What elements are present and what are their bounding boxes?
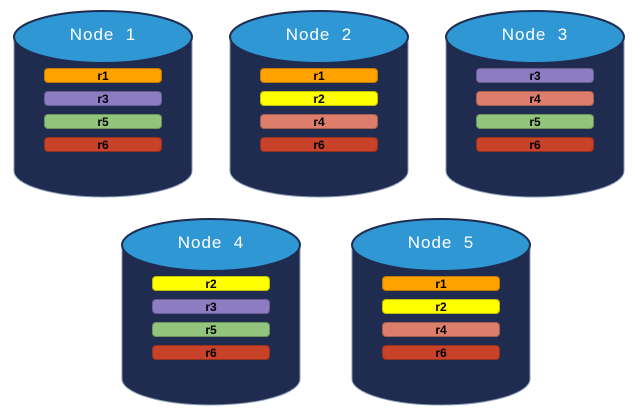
- node-title: Node 3: [501, 25, 569, 44]
- replica-bar: r2: [382, 299, 500, 314]
- replica-bar-list: r3 r4 r5 r6: [476, 68, 594, 160]
- replica-bar: r6: [152, 345, 270, 360]
- replica-bar: r4: [382, 322, 500, 337]
- node-5-cylinder: Node 5 r1 r2 r4 r6: [351, 218, 531, 406]
- replica-bar-list: r1 r2 r4 r6: [260, 68, 378, 160]
- replica-bar: r5: [476, 114, 594, 129]
- replica-bar: r4: [260, 114, 378, 129]
- replica-bar: r6: [382, 345, 500, 360]
- replica-bar: r2: [260, 91, 378, 106]
- cylinder-top: [351, 218, 531, 272]
- replica-bar-list: r1 r2 r4 r6: [382, 276, 500, 368]
- node-title: Node 4: [177, 233, 245, 252]
- node-4-cylinder: Node 4 r2 r3 r5 r6: [121, 218, 301, 406]
- replica-bar: r1: [260, 68, 378, 83]
- replica-bar: r5: [152, 322, 270, 337]
- replica-bar: r2: [152, 276, 270, 291]
- node-title: Node 5: [407, 233, 475, 252]
- cylinder-top: [121, 218, 301, 272]
- cylinder-top: [13, 10, 193, 64]
- replica-bar: r5: [44, 114, 162, 129]
- replica-bar: r1: [382, 276, 500, 291]
- node-title: Node 2: [285, 25, 353, 44]
- replica-bar: r1: [44, 68, 162, 83]
- replica-bar: r6: [44, 137, 162, 152]
- node-3-cylinder: Node 3 r3 r4 r5 r6: [445, 10, 625, 198]
- replica-bar: r3: [152, 299, 270, 314]
- replica-bar-list: r2 r3 r5 r6: [152, 276, 270, 368]
- replica-bar: r6: [260, 137, 378, 152]
- cylinder-top: [229, 10, 409, 64]
- node-1-cylinder: Node 1 r1 r3 r5 r6: [13, 10, 193, 198]
- node-2-cylinder: Node 2 r1 r2 r4 r6: [229, 10, 409, 198]
- cylinder-top: [445, 10, 625, 64]
- node-title: Node 1: [69, 25, 137, 44]
- replica-bar-list: r1 r3 r5 r6: [44, 68, 162, 160]
- replica-bar: r6: [476, 137, 594, 152]
- replica-bar: r3: [44, 91, 162, 106]
- replica-bar: r3: [476, 68, 594, 83]
- replica-bar: r4: [476, 91, 594, 106]
